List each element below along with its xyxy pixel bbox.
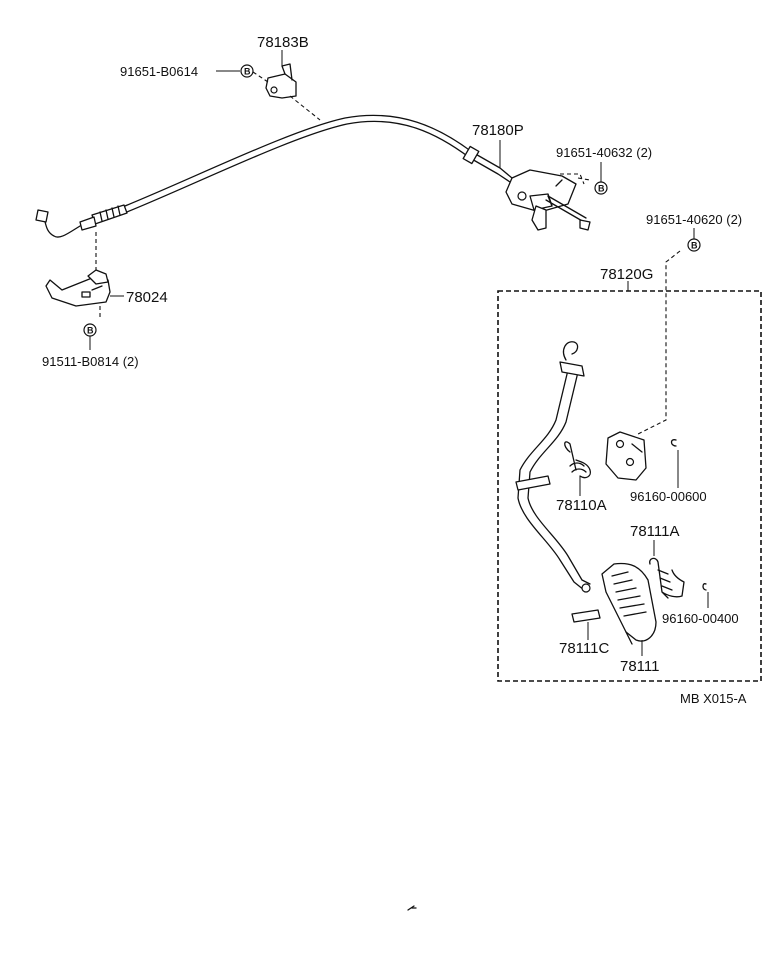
label-91651-40632: 91651-40632 (2)	[556, 145, 652, 160]
part-labels: 78183B 91651-B0614 78180P 91651-40632 (2…	[42, 34, 747, 706]
label-78024: 78024	[126, 289, 168, 306]
label-78111: 78111	[620, 658, 660, 675]
label-78183B: 78183B	[257, 34, 309, 51]
cable-bracket-78180P: B	[499, 140, 608, 231]
bolt-marker: B	[244, 67, 251, 77]
label-78111C: 78111C	[559, 640, 609, 657]
bolt-marker: B	[87, 326, 94, 336]
label-78110A: 78110A	[556, 497, 607, 514]
bolt-marker: B	[598, 184, 605, 194]
cable-clamp-78183B: B	[216, 50, 321, 121]
pedal-assembly-78120G: B	[497, 228, 762, 682]
cable-bracket-78024: B	[45, 232, 124, 350]
label-78111A: 78111A	[630, 523, 680, 540]
label-91651-40620: 91651-40620 (2)	[646, 212, 742, 227]
accelerator-cable	[35, 114, 513, 238]
label-96160-00400: 96160-00400	[662, 611, 739, 626]
label-91511-B0814: 91511-B0814 (2)	[42, 354, 139, 369]
label-91651-B0614: 91651-B0614	[120, 64, 198, 79]
diagram-code: MB X015-A	[680, 691, 747, 706]
label-78180P: 78180P	[472, 122, 524, 139]
label-96160-00600: 96160-00600	[630, 489, 707, 504]
label-78120G: 78120G	[600, 266, 653, 283]
bolt-marker: B	[691, 241, 698, 251]
